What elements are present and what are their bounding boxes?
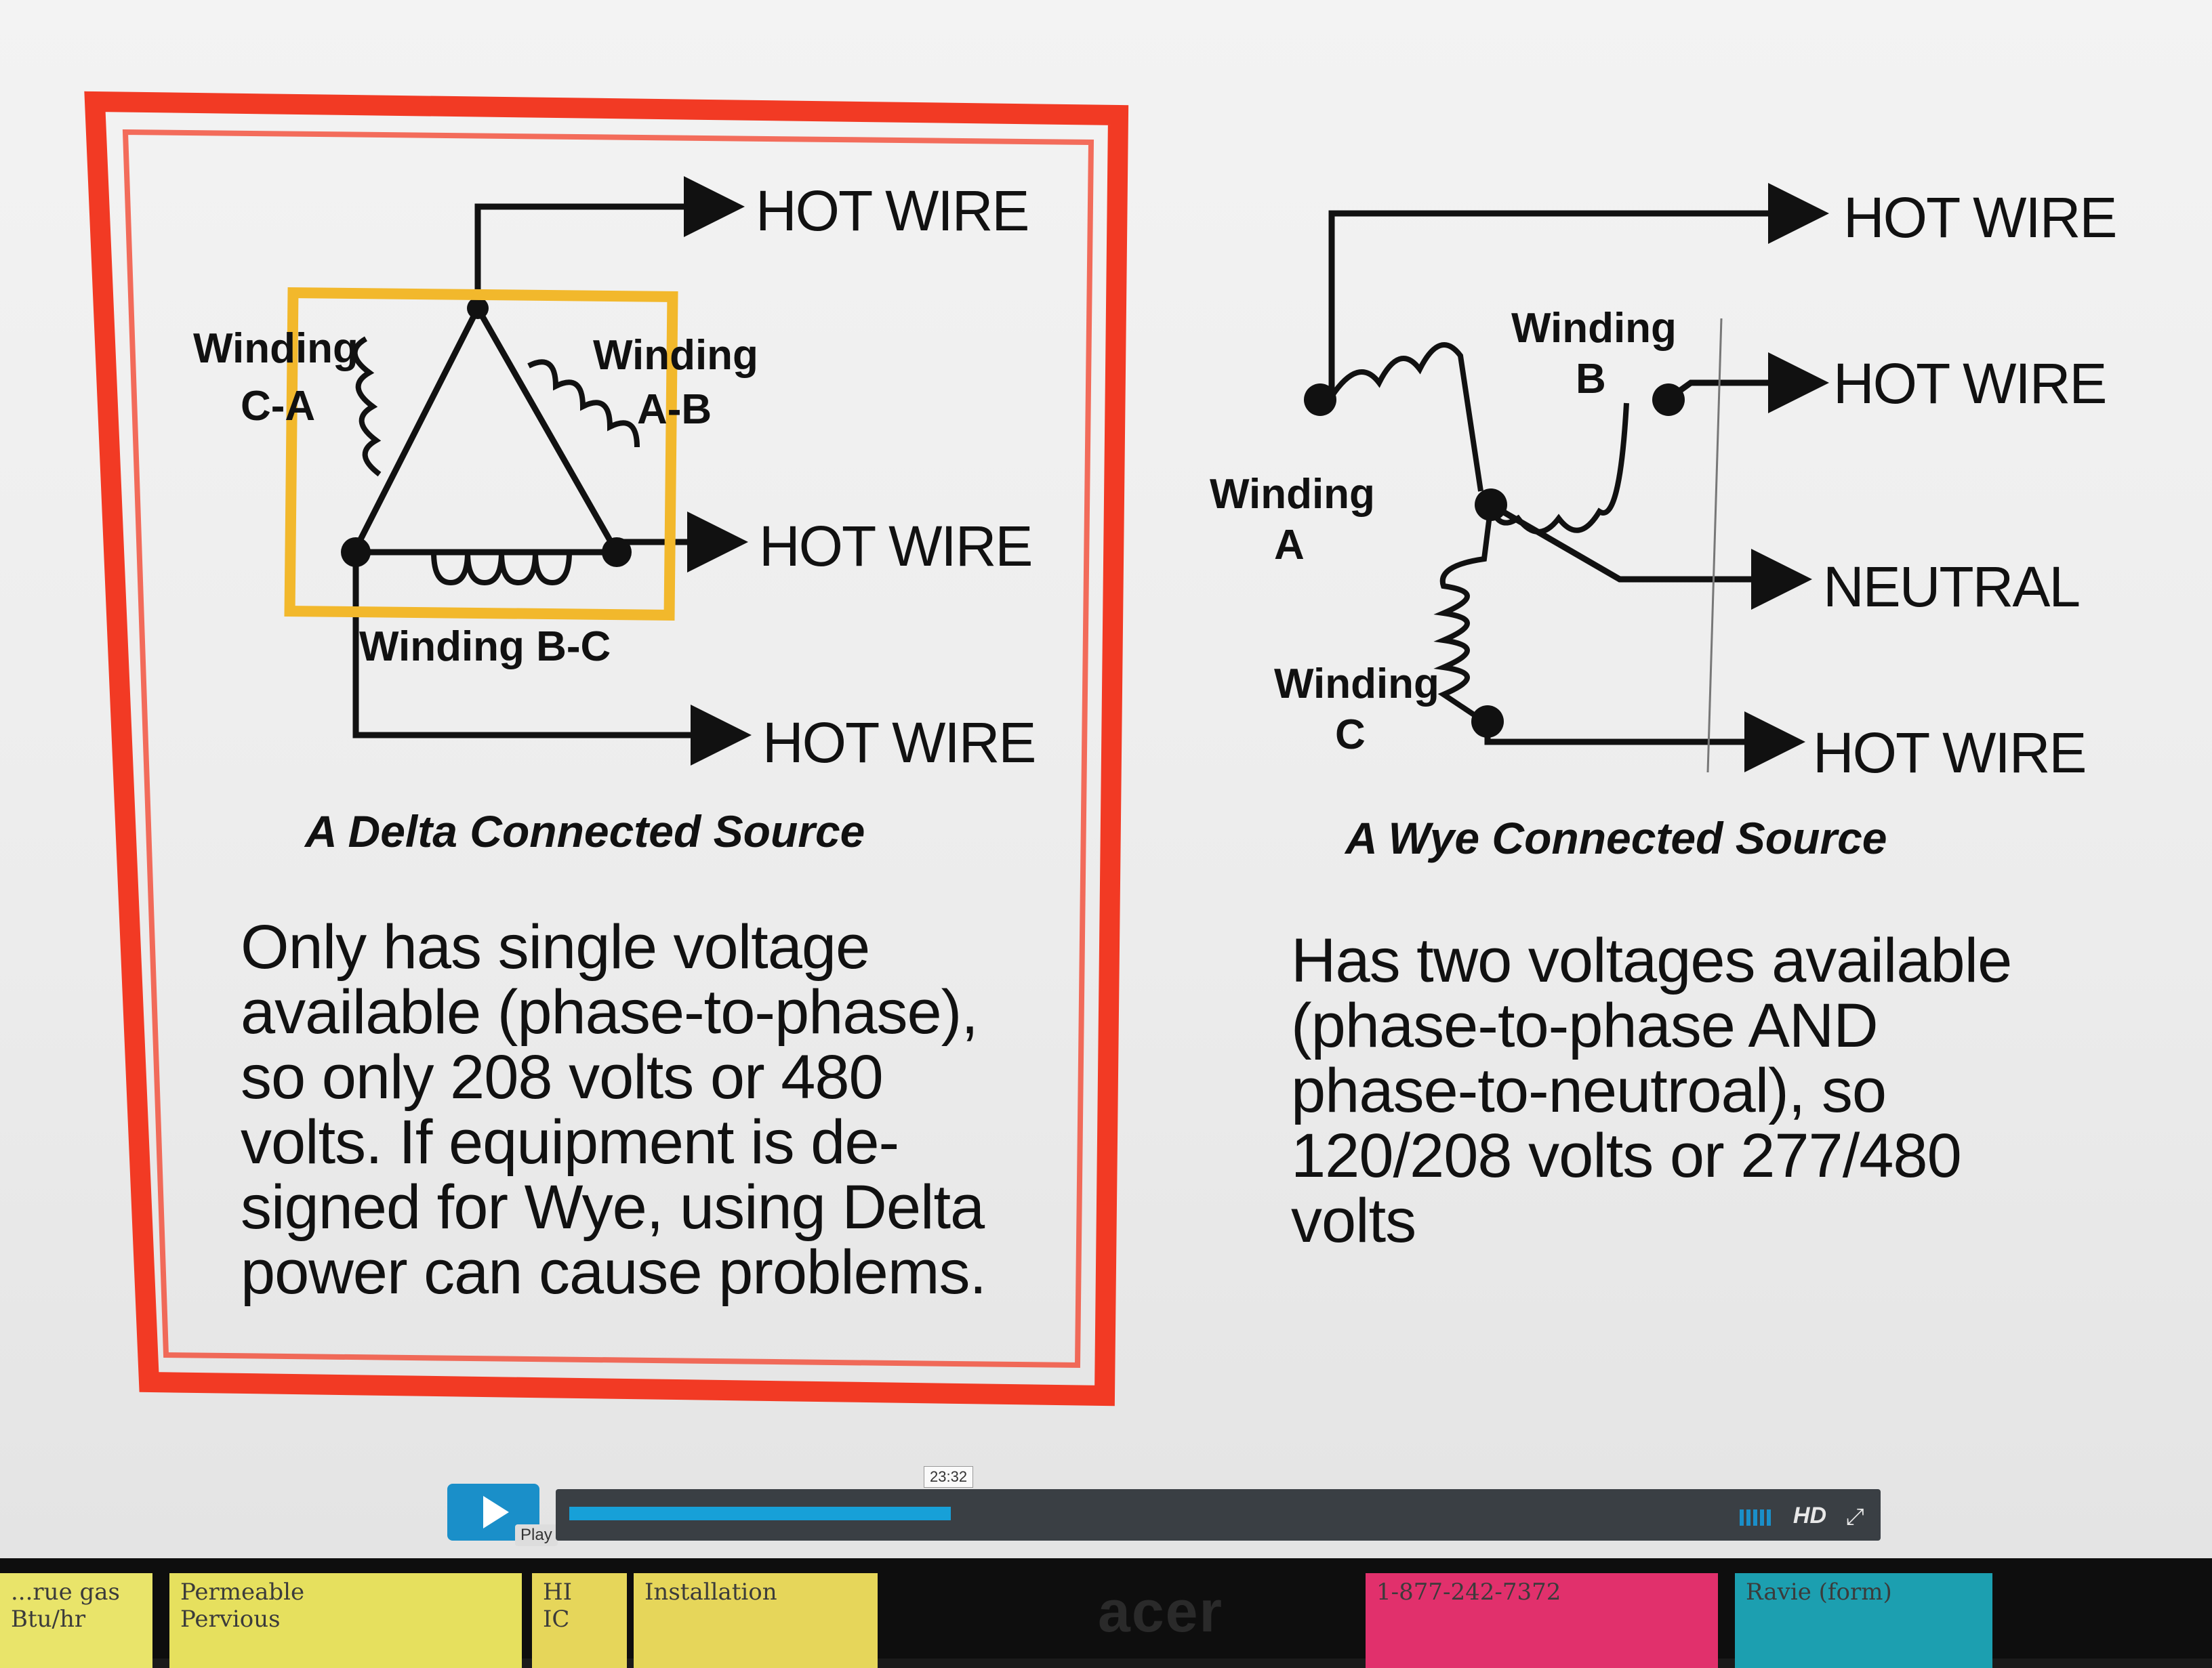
video-player: Play 23:32 HD ⤢ (447, 1466, 1881, 1551)
wye-winding-a-line2: A (1274, 522, 1305, 568)
coil-bc (431, 551, 572, 586)
red-frame (84, 91, 1129, 1406)
wye-description: Has two voltages available (phase-to-pha… (1291, 926, 2012, 1255)
fullscreen-icon[interactable]: ⤢ (1845, 1504, 1864, 1530)
wye-winding-a-line1: Winding (1210, 471, 1375, 518)
monitor-bezel: ...rue gas Btu/hr Permeable Pervious HI … (0, 1558, 2212, 1668)
wye-winding-c-line2: C (1335, 711, 1366, 758)
sticky-note: ...rue gas Btu/hr (0, 1573, 152, 1668)
delta-winding-ab-line1: Winding (593, 332, 758, 379)
play-icon (483, 1496, 509, 1528)
coil-b (1488, 402, 1629, 535)
delta-hot-wire-3: HOT WIRE (762, 711, 1035, 774)
sticky-note: HI IC (532, 1573, 627, 1668)
delta-winding-bc: Winding B-C (359, 623, 611, 670)
wye-winding-b-line1: Winding (1511, 305, 1677, 352)
sticky-note: Permeable Pervious (169, 1573, 522, 1668)
wye-hot-wire-3: HOT WIRE (1813, 721, 2085, 785)
progress-time: 23:32 (924, 1466, 974, 1488)
wye-caption: A Wye Connected Source (1344, 813, 1887, 863)
wye-neutral: NEUTRAL (1823, 555, 2079, 619)
screen: HOT WIRE HOT WIRE HOT WIRE Winding C-A W… (0, 0, 2212, 1558)
delta-description: Only has single voltage available (phase… (241, 913, 987, 1307)
wye-star (1328, 183, 1829, 773)
delta-winding-ca-line2: C-A (241, 383, 315, 430)
volume-icon[interactable] (1740, 1509, 1772, 1526)
yellow-highlight (284, 287, 678, 621)
coil-a (1329, 342, 1483, 492)
play-tooltip: Play (515, 1524, 558, 1546)
coil-c (1433, 504, 1494, 724)
delta-hot-wire-1: HOT WIRE (756, 179, 1028, 243)
coil-ab (527, 359, 640, 448)
wye-winding-c-line1: Winding (1274, 661, 1439, 707)
sticky-note: Ravie (form) (1735, 1573, 1992, 1668)
hd-button[interactable]: HD (1793, 1503, 1826, 1528)
progress-bar[interactable]: 23:32 HD ⤢ (556, 1466, 1881, 1541)
monitor-brand-logo: acer (1098, 1579, 1223, 1644)
delta-caption: A Delta Connected Source (304, 806, 865, 856)
diagram: HOT WIRE HOT WIRE HOT WIRE Winding C-A W… (84, 91, 2116, 1406)
sticky-note: 1-877-242-7372 (1366, 1573, 1718, 1668)
progress-fill (569, 1507, 951, 1520)
sticky-note: Installation (634, 1573, 878, 1668)
wye-hot-wire-1: HOT WIRE (1843, 186, 2116, 249)
coil-ca (352, 336, 382, 477)
wye-hot-wire-2: HOT WIRE (1833, 352, 2106, 415)
wye-winding-b-line2: B (1576, 356, 1606, 402)
delta-hot-wire-2: HOT WIRE (759, 514, 1031, 578)
delta-winding-ab-line2: A-B (637, 386, 712, 433)
delta-winding-ca-line1: Winding (193, 325, 359, 372)
